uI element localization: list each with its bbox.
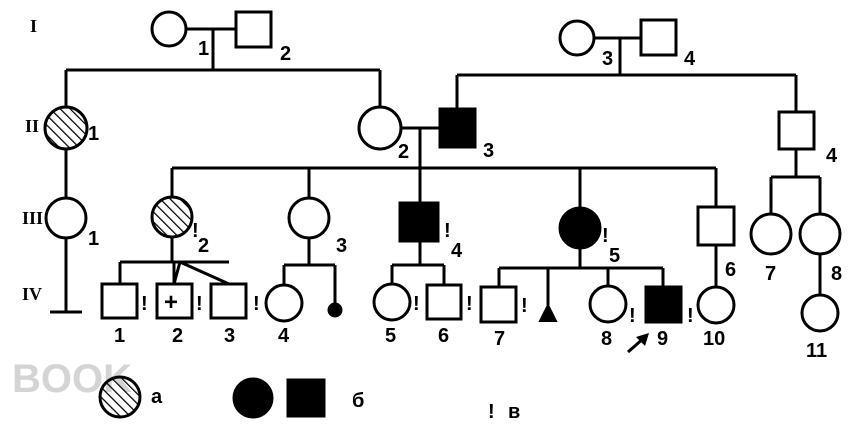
male-III-6 bbox=[696, 205, 736, 247]
female-II-2 bbox=[357, 105, 403, 151]
generation-label-1: I bbox=[30, 16, 37, 36]
male-II-4 bbox=[777, 110, 816, 151]
svg-text:5: 5 bbox=[609, 245, 620, 267]
legend-exclaim-mark: ! bbox=[488, 401, 495, 423]
svg-text:!: ! bbox=[521, 295, 528, 317]
svg-text:!: ! bbox=[192, 220, 199, 242]
svg-text:5: 5 bbox=[385, 325, 396, 347]
male-IV-2 bbox=[155, 282, 194, 320]
affected-male-IV-9 bbox=[644, 285, 683, 324]
carrier-female-II-1 bbox=[43, 105, 89, 151]
svg-text:!: ! bbox=[141, 293, 148, 315]
legend-label-a: а bbox=[151, 386, 163, 408]
female-IV-4 bbox=[264, 283, 304, 323]
svg-text:1: 1 bbox=[114, 325, 125, 347]
svg-text:3: 3 bbox=[224, 325, 235, 347]
male-IV-6 bbox=[425, 283, 463, 321]
exclamation-marks: ! ! ! ! ! ! ! ! ! ! ! bbox=[141, 220, 694, 327]
legend: а б ! в bbox=[98, 375, 520, 423]
legend-carrier-symbol bbox=[98, 375, 142, 419]
legend-affected-female-symbol bbox=[232, 377, 274, 419]
svg-text:6: 6 bbox=[438, 325, 449, 347]
svg-text:1: 1 bbox=[198, 38, 209, 60]
svg-text:2: 2 bbox=[198, 235, 209, 257]
affected-female-III-5 bbox=[558, 206, 602, 250]
male-IV-1 bbox=[100, 282, 139, 320]
triangle-miscarriage bbox=[538, 302, 558, 322]
svg-text:!: ! bbox=[629, 305, 636, 327]
svg-text:3: 3 bbox=[336, 235, 347, 257]
svg-text:8: 8 bbox=[831, 263, 842, 285]
male-IV-7 bbox=[479, 285, 518, 324]
female-III-1 bbox=[44, 196, 88, 240]
svg-text:1: 1 bbox=[88, 123, 99, 145]
svg-text:3: 3 bbox=[602, 48, 613, 70]
svg-text:4: 4 bbox=[278, 325, 290, 347]
female-III-3 bbox=[287, 196, 331, 240]
svg-text:!: ! bbox=[466, 293, 473, 315]
svg-text:!: ! bbox=[687, 305, 694, 327]
individual-numbers: 1 2 3 4 1 2 3 4 1 2 3 4 5 6 7 8 1 2 3 4 … bbox=[88, 38, 842, 362]
svg-text:2: 2 bbox=[398, 141, 409, 163]
svg-text:!: ! bbox=[602, 225, 609, 247]
svg-text:7: 7 bbox=[494, 328, 505, 350]
svg-text:10: 10 bbox=[703, 328, 725, 350]
legend-label-c: в bbox=[508, 401, 520, 423]
generation-label-2: II bbox=[25, 116, 39, 136]
svg-text:!: ! bbox=[253, 293, 260, 315]
carrier-female-III-2 bbox=[150, 195, 194, 239]
male-IV-3 bbox=[209, 282, 248, 320]
svg-text:1: 1 bbox=[88, 228, 99, 250]
connection-lines bbox=[50, 27, 822, 314]
svg-text:2: 2 bbox=[280, 43, 291, 65]
svg-text:!: ! bbox=[413, 293, 420, 315]
svg-text:9: 9 bbox=[657, 328, 668, 350]
proband-arrow-icon bbox=[636, 333, 649, 346]
male-I-2 bbox=[234, 10, 273, 49]
generation-label-3: III bbox=[22, 208, 43, 228]
female-IV-11 bbox=[800, 293, 840, 333]
svg-text:7: 7 bbox=[765, 263, 776, 285]
svg-text:4: 4 bbox=[826, 145, 838, 167]
female-IV-8 bbox=[588, 284, 628, 324]
female-I-1 bbox=[150, 10, 188, 48]
generation-label-4: IV bbox=[22, 284, 42, 304]
svg-text:6: 6 bbox=[725, 259, 736, 281]
svg-text:!: ! bbox=[444, 220, 451, 242]
svg-text:11: 11 bbox=[806, 340, 827, 362]
small-affected-female-dot bbox=[327, 302, 343, 318]
affected-male-III-4 bbox=[398, 201, 440, 243]
plus-mark-IV-2: + bbox=[164, 289, 178, 316]
svg-text:4: 4 bbox=[451, 240, 463, 262]
male-I-4 bbox=[639, 18, 678, 57]
legend-affected-male-symbol bbox=[286, 378, 326, 418]
female-III-7 bbox=[749, 212, 793, 256]
legend-label-b: б bbox=[352, 390, 364, 412]
svg-text:3: 3 bbox=[483, 140, 494, 162]
svg-text:!: ! bbox=[196, 293, 203, 315]
female-IV-5 bbox=[372, 282, 412, 322]
female-III-8 bbox=[798, 212, 842, 256]
female-IV-10 bbox=[696, 285, 736, 325]
female-I-3 bbox=[558, 19, 596, 57]
svg-text:2: 2 bbox=[172, 325, 183, 347]
svg-text:4: 4 bbox=[684, 48, 696, 70]
affected-male-II-3 bbox=[438, 107, 477, 149]
svg-text:8: 8 bbox=[601, 328, 612, 350]
